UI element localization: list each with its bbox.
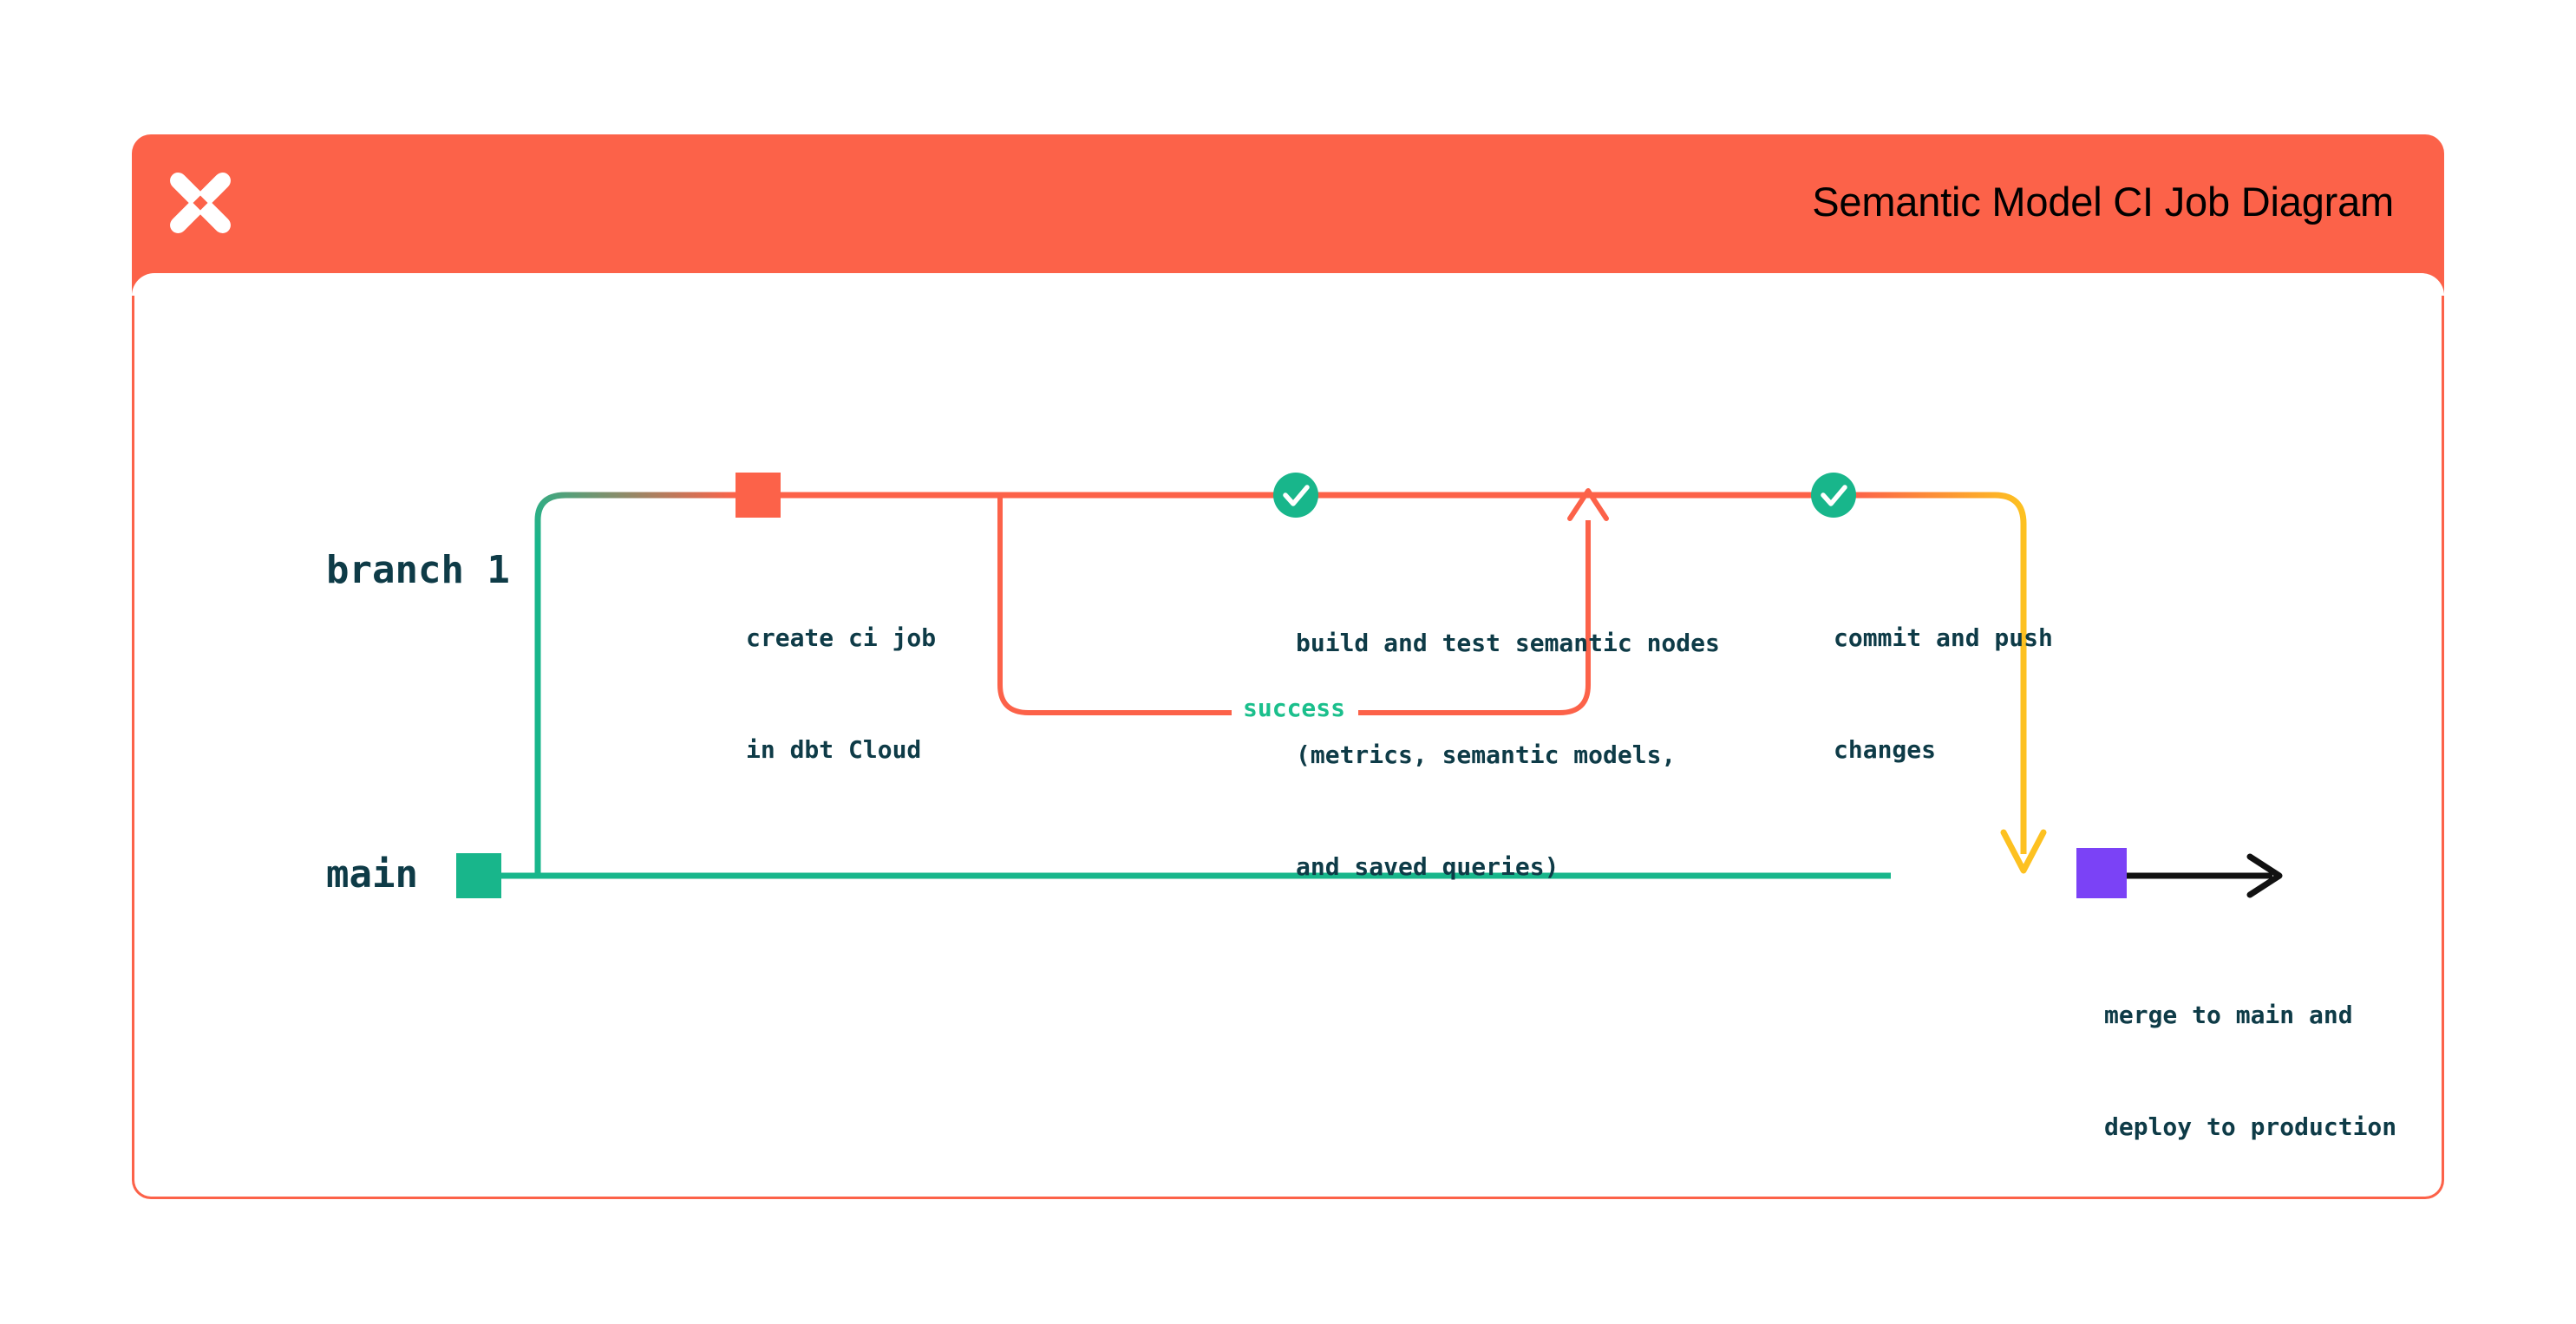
lane-label-branch1: branch 1 [326, 548, 510, 592]
dbt-logo-icon [170, 173, 231, 233]
retry-loop-label: success [1242, 694, 1346, 722]
card-header: Semantic Model CI Job Diagram [132, 134, 2444, 273]
header-corner-left [132, 273, 154, 296]
lane-label-main: main [326, 852, 418, 897]
card-body [132, 272, 2444, 1199]
page-title: Semantic Model CI Job Diagram [1812, 179, 2394, 225]
diagram-card: Semantic Model CI Job Diagram [132, 134, 2444, 1199]
header-corner-right [2422, 273, 2444, 296]
